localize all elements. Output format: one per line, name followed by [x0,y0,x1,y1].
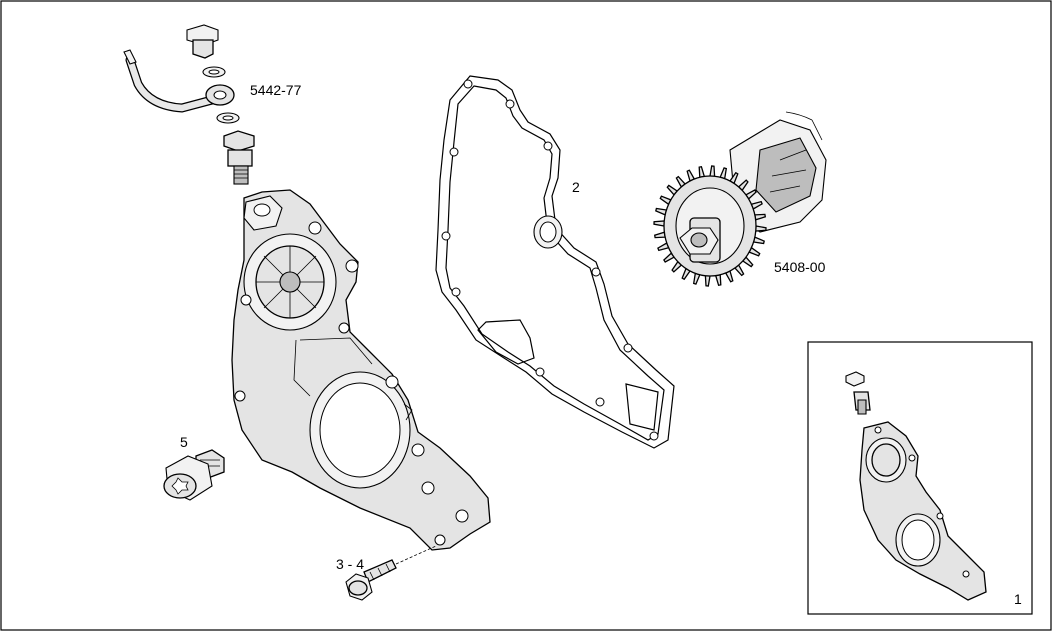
label-bolt: 3 - 4 [336,556,364,572]
gear-tooth [653,220,665,227]
label-gear-shaft: 5408-00 [774,259,826,275]
gear-tooth [704,275,711,287]
banjo-bolt[interactable] [186,24,219,59]
torx-plug[interactable] [163,449,225,501]
label-inset: 1 [1014,591,1022,607]
gear-tooth [653,231,666,239]
label-gasket: 2 [572,179,580,195]
gear-shaft-assembly[interactable] [653,111,827,287]
label-oil-pipe: 5442-77 [250,82,302,98]
gear-tooth [709,165,716,177]
timing-cover[interactable] [231,189,491,551]
union-fitting[interactable] [223,130,255,185]
assembly-inset[interactable] [807,341,1033,615]
gear-tooth [698,165,706,179]
torx-star-icon [171,477,189,495]
oil-pipe-assembly[interactable] [123,24,255,185]
timing-cover-gasket[interactable] [435,75,675,449]
gear-tooth [714,273,722,287]
gear-teeth [653,165,767,287]
flange-bolt[interactable] [345,545,437,601]
label-plug: 5 [180,434,188,450]
